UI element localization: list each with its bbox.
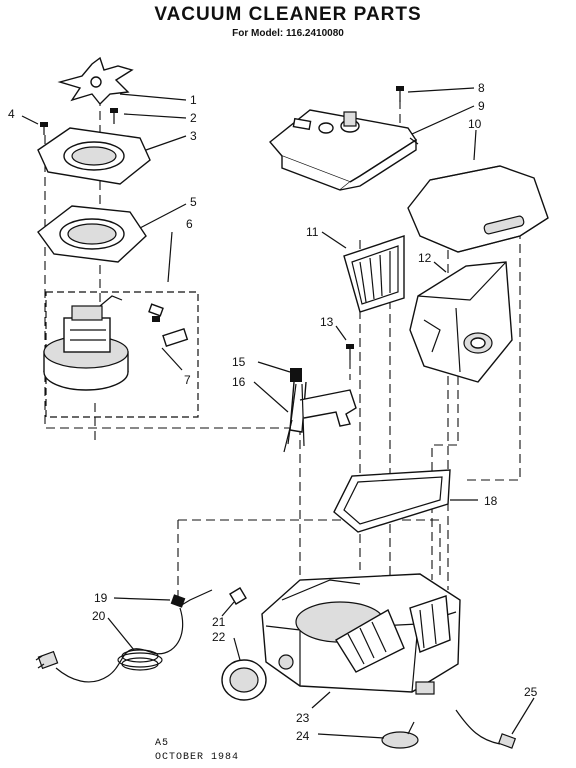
callout-numbers: 1 2 3 4 5 6 7 8 9 10 11 12 13 15 16 18 1… [8,81,538,743]
motor-gasket [37,205,147,263]
callout-3: 3 [190,129,197,143]
handle-switch-cover [268,109,419,191]
wheel [221,659,267,701]
callout-13: 13 [320,315,334,329]
screw-8 [396,86,404,102]
callout-24: 24 [296,729,310,743]
switch-lead [455,709,517,749]
foot-pedal [381,721,419,749]
callout-18: 18 [484,494,498,508]
callout-15: 15 [232,355,246,369]
callout-12: 12 [418,251,432,265]
dust-bag [409,261,513,383]
base-housing [261,573,461,695]
callout-23: 23 [296,711,310,725]
callout-21: 21 [212,615,226,629]
strain-relief [229,587,247,605]
exhaust-grille [343,235,405,313]
footer-code: A5 [155,738,170,749]
motor-mount-plate [37,127,151,185]
callout-25: 25 [524,685,538,699]
screw-13 [346,344,354,360]
callout-5: 5 [190,195,197,209]
motor-assembly-box [43,291,199,418]
callout-1: 1 [190,93,197,107]
callout-20: 20 [92,609,106,623]
callout-6: 6 [186,217,193,231]
top-cover [407,165,549,253]
switch-bracket [283,368,357,453]
leader-lines [21,87,535,739]
fan-blade [57,56,134,106]
bag-frame [333,469,451,533]
footer-date: OCTOBER 1984 [155,752,240,763]
callout-16: 16 [232,375,246,389]
callout-4: 4 [8,107,15,121]
callout-19: 19 [94,591,108,605]
callout-7: 7 [184,373,191,387]
model-line: For Model: 116.2410080 [232,28,344,39]
callout-11: 11 [306,225,319,239]
power-cord [35,589,213,683]
callout-10: 10 [468,117,482,131]
callout-22: 22 [212,630,226,644]
callout-9: 9 [478,99,485,113]
callout-2: 2 [190,111,197,125]
screw-4 [40,122,48,135]
callout-8: 8 [478,81,485,95]
screw-2 [110,108,118,124]
diagram-title: VACUUM CLEANER PARTS [154,4,422,25]
